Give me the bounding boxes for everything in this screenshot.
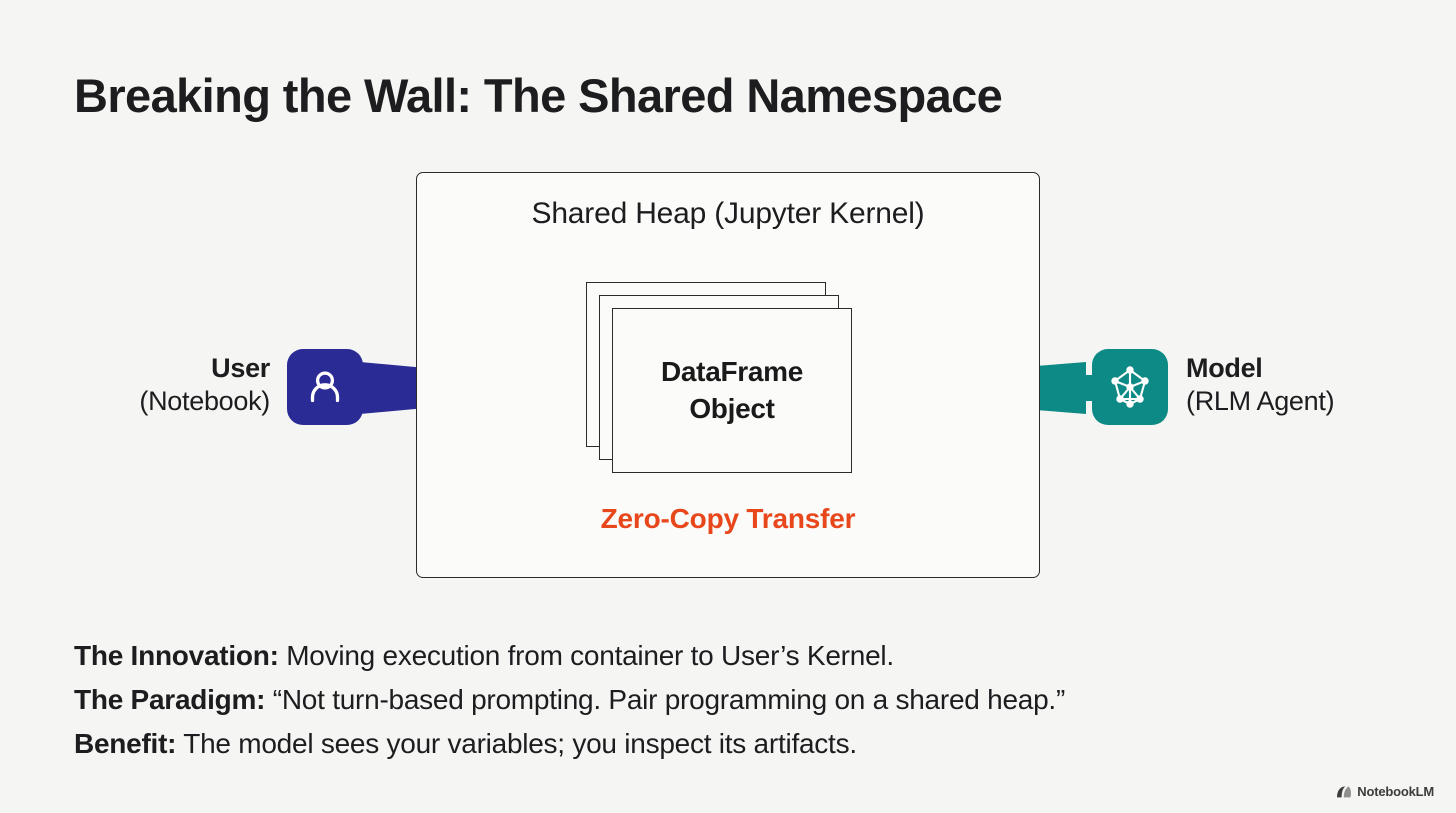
summary-lines: The Innovation: Moving execution from co… xyxy=(74,634,1065,767)
user-caption: User (Notebook) xyxy=(139,352,270,418)
dataframe-label-line1: DataFrame xyxy=(660,355,804,387)
dataframe-label-line2: Object xyxy=(689,392,775,424)
user-caption-title: User xyxy=(211,353,270,383)
summary-line-paradigm: The Paradigm: “Not turn-based prompting.… xyxy=(74,678,1065,722)
summary-line-paradigm-rest: “Not turn-based prompting. Pair programm… xyxy=(265,684,1066,716)
notebooklm-logo-icon xyxy=(1337,785,1352,797)
person-icon xyxy=(310,371,340,403)
summary-line-innovation: The Innovation: Moving execution from co… xyxy=(74,634,1065,678)
model-caption: Model (RLM Agent) xyxy=(1186,352,1335,418)
user-caption-subtitle: (Notebook) xyxy=(139,385,270,416)
zero-copy-transfer-label: Zero-Copy Transfer xyxy=(600,503,856,534)
summary-line-benefit: Benefit: The model sees your variables; … xyxy=(74,722,1065,766)
model-badge xyxy=(1092,349,1168,425)
model-arrow-connector xyxy=(1080,375,1094,401)
summary-line-benefit-lead: Benefit: xyxy=(74,728,177,760)
network-graph-icon xyxy=(1111,366,1149,408)
page-title: Breaking the Wall: The Shared Namespace xyxy=(74,69,1003,122)
watermark: NotebookLM xyxy=(1335,784,1434,799)
model-caption-subtitle: (RLM Agent) xyxy=(1186,385,1335,416)
dataframe-card-front: DataFrame Object xyxy=(612,308,852,473)
shared-heap-label: Shared Heap (Jupyter Kernel) xyxy=(531,197,925,230)
summary-line-benefit-rest: The model sees your variables; you inspe… xyxy=(176,728,857,760)
summary-line-paradigm-lead: The Paradigm: xyxy=(74,684,266,716)
summary-line-innovation-rest: Moving execution from container to User’… xyxy=(278,640,894,671)
model-caption-title: Model xyxy=(1186,353,1263,383)
user-badge xyxy=(287,349,363,425)
summary-line-innovation-lead: The Innovation: xyxy=(74,640,279,671)
watermark-text: NotebookLM xyxy=(1357,784,1434,799)
